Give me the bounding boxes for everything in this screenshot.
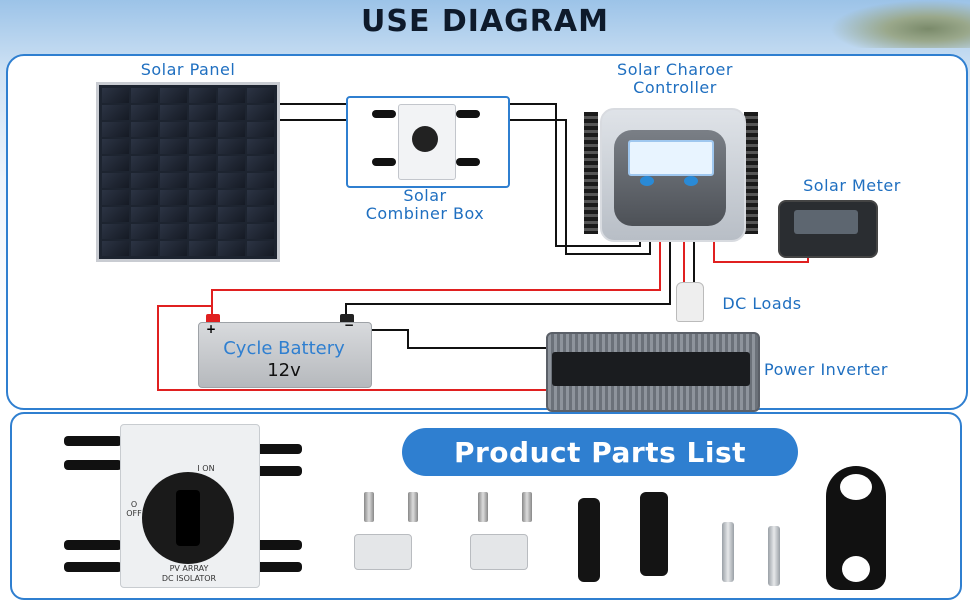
mc4-cable-icon (64, 460, 122, 470)
battery-plus-sign: + (206, 322, 217, 336)
heatsink-left (584, 112, 598, 234)
isolator-text-line2: DC ISOLATOR (161, 574, 217, 583)
battery-image (198, 322, 372, 388)
crimp-pin-icon (722, 522, 734, 582)
inverter-label: Power Inverter (764, 360, 888, 379)
controller-label-line1: Solar Charoer (617, 60, 733, 79)
screw-icon (408, 492, 418, 522)
page-title: USE DIAGRAM (361, 4, 609, 39)
wrench-jaw (840, 474, 872, 500)
mounting-bracket-icon (354, 534, 412, 570)
isolator-on-text: I ON (197, 464, 215, 473)
crimp-pin-icon (768, 526, 780, 586)
parts-list-title: Product Parts List (402, 428, 798, 476)
wire-inverter-pos (157, 305, 546, 391)
controller-button-icon (684, 176, 698, 186)
wire-to-controller-2 (548, 119, 651, 255)
battery-negative-terminal (340, 314, 354, 324)
isolator-off-text: O OFF (126, 500, 142, 518)
battery-voltage: 12v (267, 360, 301, 381)
combiner-knob-icon (412, 126, 438, 152)
battery-name: Cycle Battery (223, 338, 345, 359)
dc-load-bulb-icon (676, 282, 704, 322)
controller-screen (628, 140, 714, 176)
mc4-cable-icon (64, 436, 122, 446)
solar-panel-image (96, 82, 280, 262)
isolator-text-line1: PV ARRAY (169, 564, 209, 573)
mc4-cable-icon (256, 466, 302, 476)
meter-label: Solar Meter (803, 176, 901, 195)
combiner-connector-icon (372, 110, 396, 118)
wire-to-controller-1 (548, 103, 641, 247)
inverter-band (552, 352, 750, 386)
combiner-label-line1: Solar (403, 186, 447, 205)
controller-label-line2: Controller (633, 78, 717, 97)
solar-panel-label: Solar Panel (140, 60, 236, 79)
combiner-connector-icon (456, 110, 480, 118)
screw-icon (478, 492, 488, 522)
heatsink-right (744, 112, 758, 234)
dc-loads-label: DC Loads (722, 294, 802, 313)
mc4-male-connector-icon (578, 498, 600, 582)
wire-inverter-neg (354, 329, 546, 349)
battery-positive-terminal (206, 314, 220, 324)
mc4-cable-icon (256, 540, 302, 550)
combiner-connector-icon (456, 158, 480, 166)
mc4-cable-icon (64, 540, 122, 550)
wire-battery-neg (345, 236, 671, 318)
controller-button-icon (640, 176, 654, 186)
mc4-cable-icon (64, 562, 122, 572)
combiner-label-line2: Combiner Box (365, 204, 485, 223)
mc4-cable-icon (256, 444, 302, 454)
battery-minus-sign: − (344, 318, 355, 332)
mounting-bracket-icon (470, 534, 528, 570)
meter-screen (794, 210, 858, 234)
wire-battery-pos (211, 236, 661, 318)
tree-background (830, 0, 970, 48)
isolator-handle-icon (176, 490, 200, 546)
mc4-female-connector-icon (640, 492, 668, 576)
screw-icon (522, 492, 532, 522)
mc4-cable-icon (256, 562, 302, 572)
combiner-connector-icon (372, 158, 396, 166)
wrench-jaw (842, 556, 870, 582)
screw-icon (364, 492, 374, 522)
